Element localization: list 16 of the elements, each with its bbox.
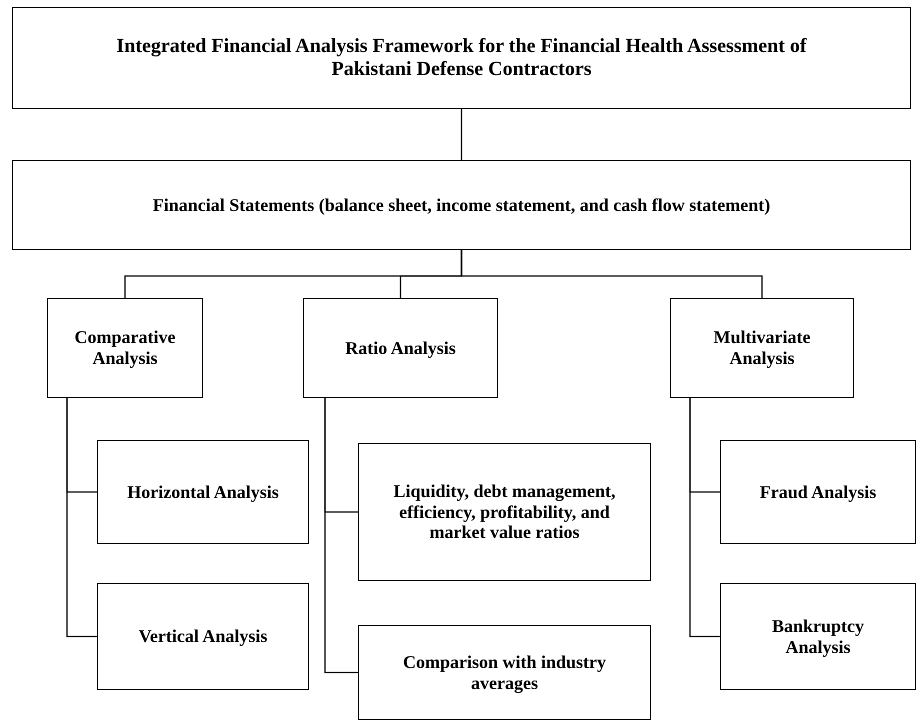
process-box: Horizontal Analysis <box>97 440 309 544</box>
process-box: Comparative Analysis <box>47 298 203 398</box>
process-box: Fraud Analysis <box>720 440 916 544</box>
connector-line <box>689 398 720 638</box>
process-box: Multivariate Analysis <box>670 298 854 398</box>
title-box: Integrated Financial Analysis Framework for the Financial Health Assessment of Pakistani Defense Contractors <box>12 7 911 109</box>
connector-line <box>66 398 97 638</box>
process-box: Financial Statements (balance sheet, income statement, and cash flow statement) <box>12 160 911 250</box>
connector-line <box>460 109 462 160</box>
process-box: Ratio Analysis <box>303 298 498 398</box>
process-box: Vertical Analysis <box>97 583 309 690</box>
process-box: Bankruptcy Analysis <box>720 583 916 690</box>
process-box: Comparison with industry averages <box>358 625 651 720</box>
process-box: Liquidity, debt management, efficiency, profitability, and market value ratios <box>358 443 651 581</box>
connector-line <box>324 398 358 674</box>
connector-line <box>460 250 763 298</box>
